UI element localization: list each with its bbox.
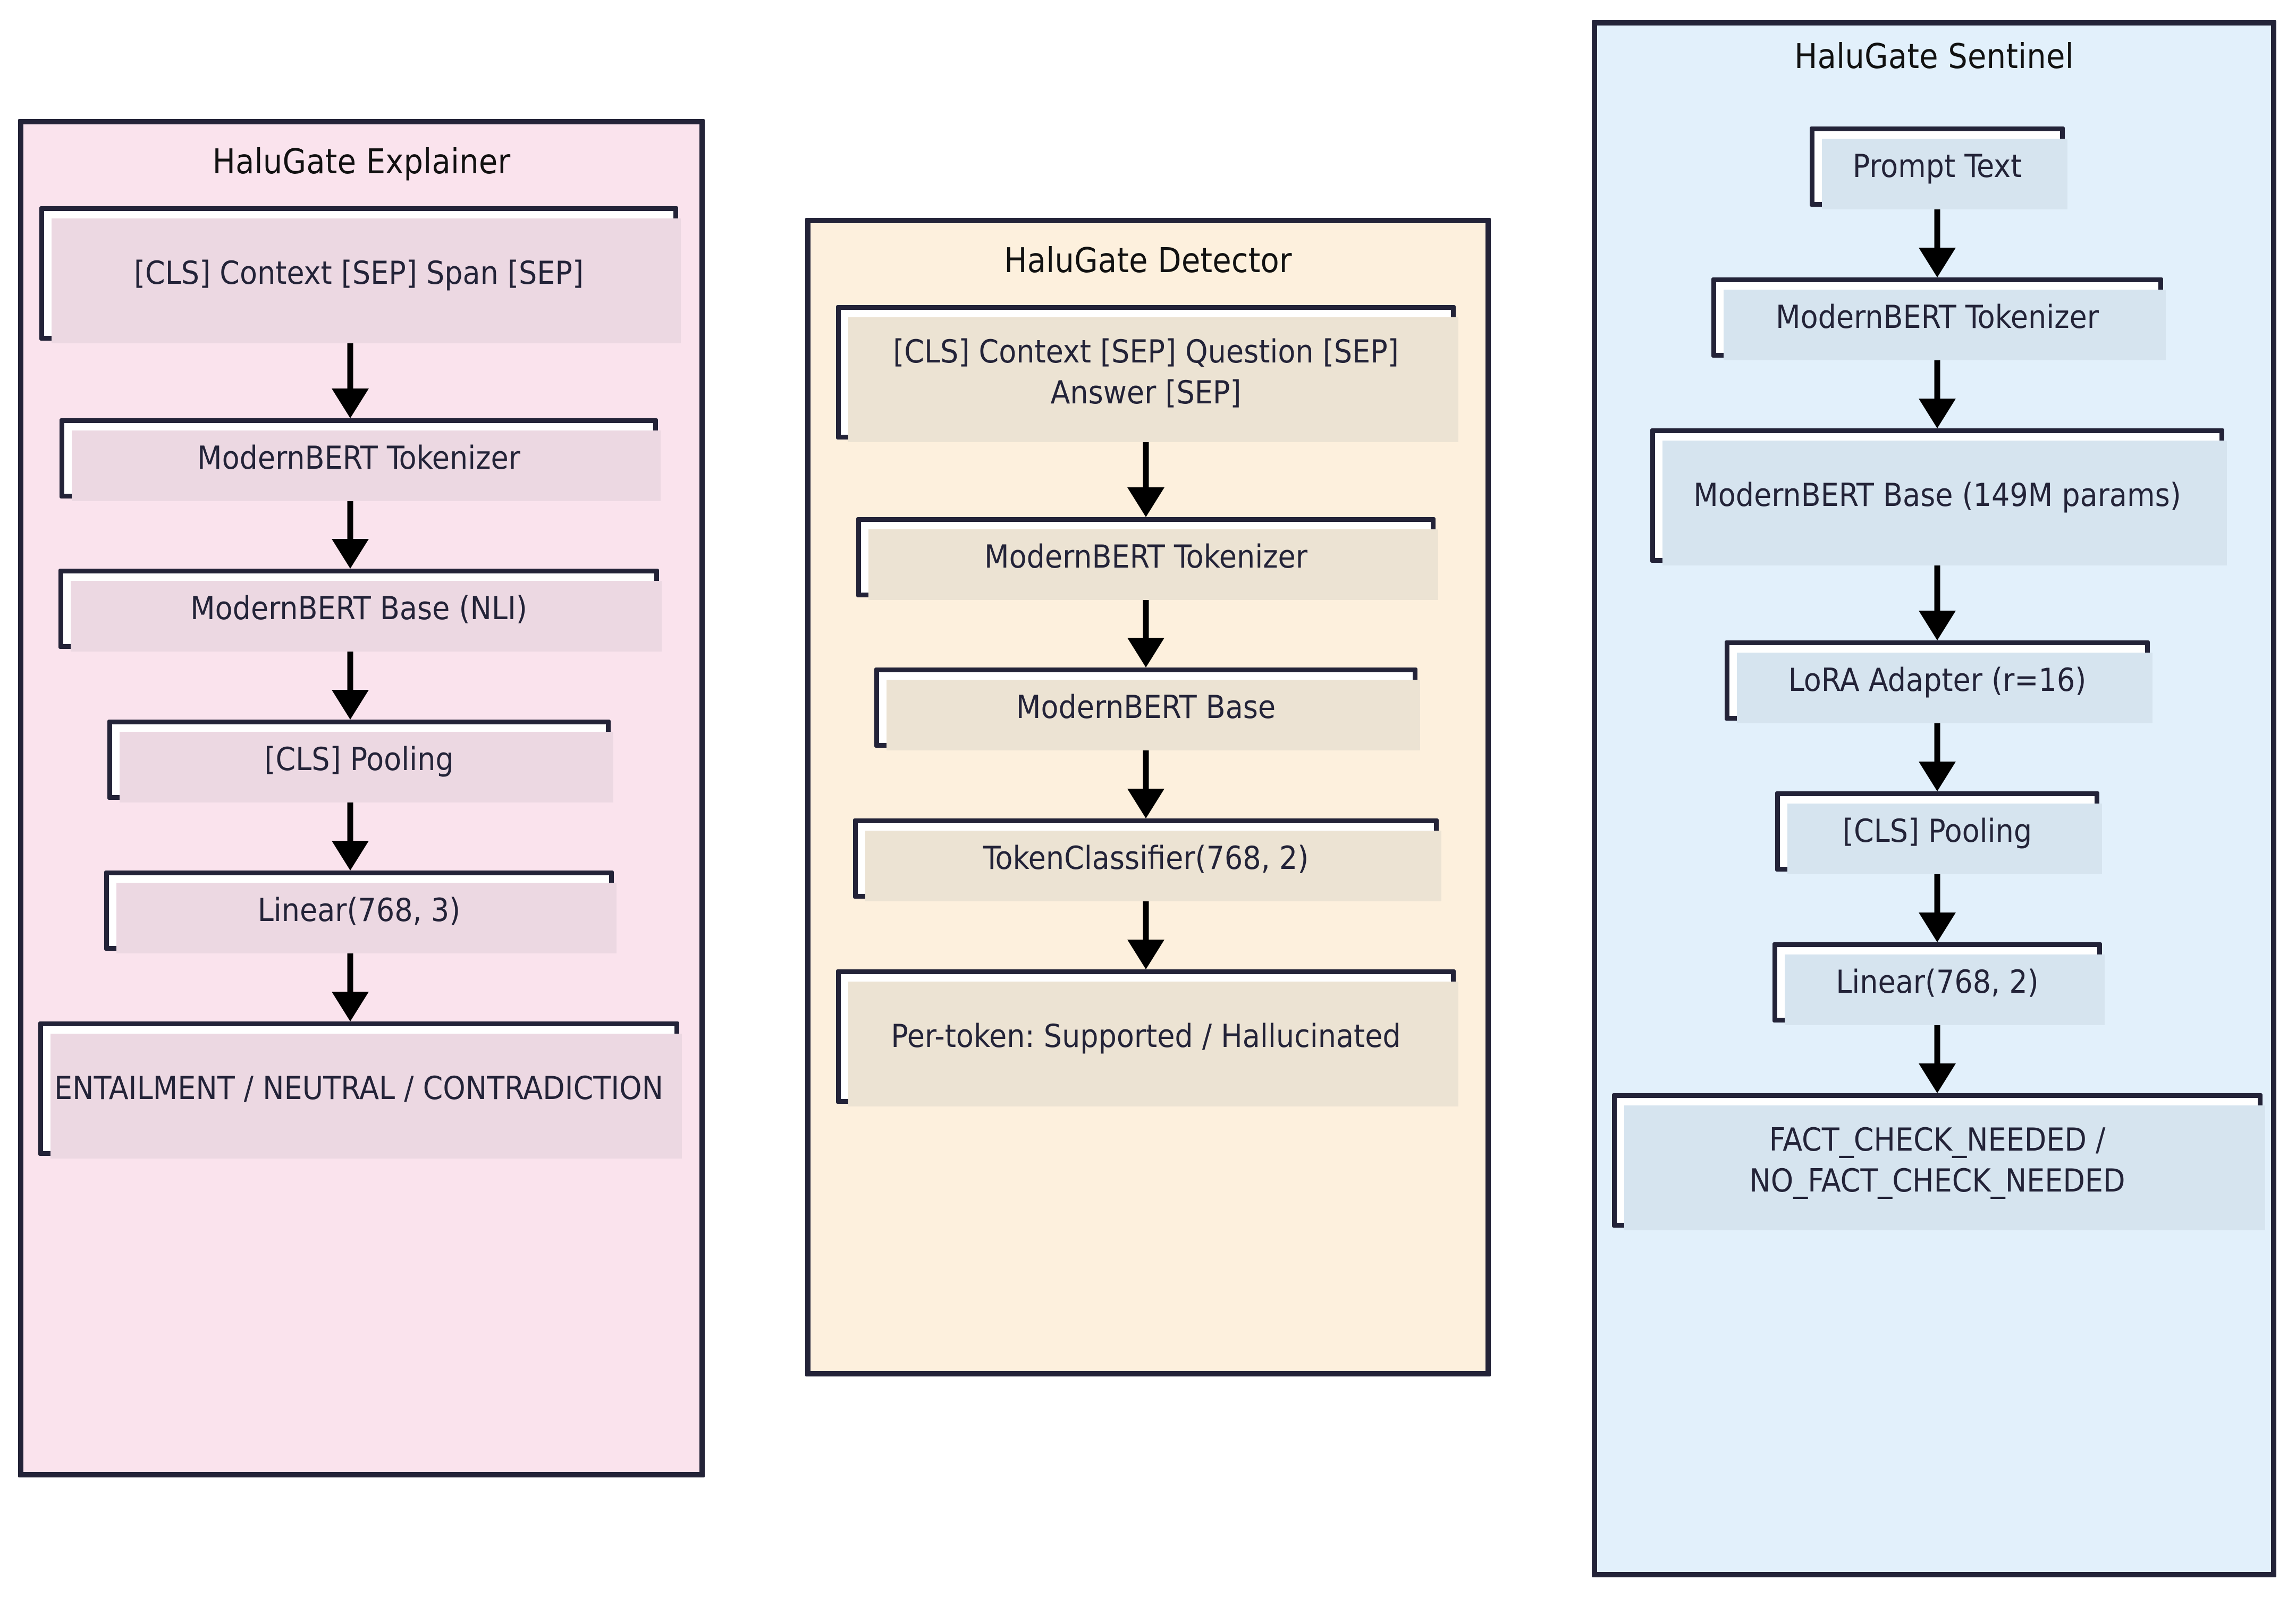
node-label: Linear(768, 2) bbox=[1836, 964, 2039, 1001]
edge-sentinel-base-to-lora bbox=[1919, 563, 1956, 640]
edge-explainer-linear-to-output bbox=[332, 951, 369, 1021]
edge-sentinel-tokenizer-to-base bbox=[1919, 358, 1956, 428]
edge-detector-base-to-classifier bbox=[1127, 748, 1164, 818]
subgraph-title-explainer: HaluGate Explainer bbox=[212, 142, 511, 182]
edge-sentinel-pooling-to-linear bbox=[1919, 872, 1956, 942]
subgraph-explainer: HaluGate Explainer [CLS] Context [SEP] S… bbox=[18, 119, 708, 1481]
edge-sentinel-linear-to-output bbox=[1919, 1023, 1956, 1093]
node-label: ModernBERT Base bbox=[1016, 689, 1276, 726]
node-label: Per-token: Supported / Hallucinated bbox=[891, 1018, 1401, 1055]
subgraph-title-sentinel: HaluGate Sentinel bbox=[1794, 37, 2074, 77]
node-label: ModernBERT Tokenizer bbox=[197, 440, 520, 477]
node-explainer-input[interactable]: [CLS] Context [SEP] Span [SEP] bbox=[39, 206, 681, 343]
node-sentinel-output[interactable]: FACT_CHECK_NEEDED / NO_FACT_CHECK_NEEDED bbox=[1612, 1093, 2265, 1230]
node-label: [CLS] Context [SEP] Span [SEP] bbox=[133, 255, 584, 292]
node-detector-input[interactable]: [CLS] Context [SEP] Question [SEP] Answe… bbox=[836, 305, 1458, 442]
node-label: ModernBERT Tokenizer bbox=[1776, 299, 2099, 336]
node-explainer-output[interactable]: ENTAILMENT / NEUTRAL / CONTRADICTION bbox=[38, 1021, 682, 1159]
node-label: [CLS] Pooling bbox=[264, 741, 454, 779]
edge-explainer-input-to-tokenizer bbox=[332, 341, 369, 418]
node-label: TokenClassifier(768, 2) bbox=[983, 840, 1309, 877]
node-label: Linear(768, 3) bbox=[257, 892, 461, 930]
edge-sentinel-lora-to-pooling bbox=[1919, 721, 1956, 791]
edge-explainer-base-to-pooling bbox=[332, 649, 369, 720]
node-sentinel-linear[interactable]: Linear(768, 2) bbox=[1772, 942, 2105, 1025]
node-detector-classifier[interactable]: TokenClassifier(768, 2) bbox=[853, 818, 1441, 901]
subgraph-title-detector: HaluGate Detector bbox=[1004, 241, 1292, 281]
node-sentinel-lora[interactable]: LoRA Adapter (r=16) bbox=[1725, 640, 2152, 723]
node-label: [CLS] Context [SEP] Question [SEP] Answe… bbox=[893, 333, 1399, 411]
node-detector-output[interactable]: Per-token: Supported / Hallucinated bbox=[836, 969, 1458, 1106]
node-label: [CLS] Pooling bbox=[1842, 813, 2032, 850]
node-explainer-tokenizer[interactable]: ModernBERT Tokenizer bbox=[60, 418, 661, 501]
subgraph-detector: HaluGate Detector [CLS] Context [SEP] Qu… bbox=[805, 218, 1494, 1380]
node-sentinel-prompt[interactable]: Prompt Text bbox=[1810, 126, 2067, 209]
node-detector-tokenizer[interactable]: ModernBERT Tokenizer bbox=[856, 517, 1438, 600]
edge-detector-input-to-tokenizer bbox=[1127, 440, 1164, 517]
node-sentinel-base[interactable]: ModernBERT Base (149M params) bbox=[1650, 428, 2227, 565]
edge-explainer-pooling-to-linear bbox=[332, 800, 369, 871]
edge-detector-tokenizer-to-base bbox=[1127, 597, 1164, 667]
node-explainer-linear[interactable]: Linear(768, 3) bbox=[104, 871, 617, 953]
node-detector-base[interactable]: ModernBERT Base bbox=[874, 667, 1420, 750]
node-label: FACT_CHECK_NEEDED / NO_FACT_CHECK_NEEDED bbox=[1749, 1121, 2125, 1199]
node-label: Prompt Text bbox=[1852, 148, 2022, 185]
node-label: ModernBERT Base (149M params) bbox=[1693, 477, 2181, 514]
node-label: ModernBERT Tokenizer bbox=[984, 538, 1307, 576]
edge-explainer-tokenizer-to-base bbox=[332, 498, 369, 569]
node-sentinel-tokenizer[interactable]: ModernBERT Tokenizer bbox=[1711, 277, 2166, 360]
edge-sentinel-prompt-to-tokenizer bbox=[1919, 207, 1956, 277]
node-sentinel-pooling[interactable]: [CLS] Pooling bbox=[1775, 791, 2102, 874]
node-label: ENTAILMENT / NEUTRAL / CONTRADICTION bbox=[54, 1070, 663, 1108]
node-explainer-pooling[interactable]: [CLS] Pooling bbox=[107, 720, 613, 802]
node-explainer-base[interactable]: ModernBERT Base (NLI) bbox=[58, 569, 662, 652]
subgraph-sentinel: HaluGate Sentinel Prompt Text ModernBERT… bbox=[1592, 20, 2280, 1581]
node-label: LoRA Adapter (r=16) bbox=[1788, 662, 2087, 699]
edge-detector-classifier-to-output bbox=[1127, 899, 1164, 969]
node-label: ModernBERT Base (NLI) bbox=[190, 590, 527, 628]
